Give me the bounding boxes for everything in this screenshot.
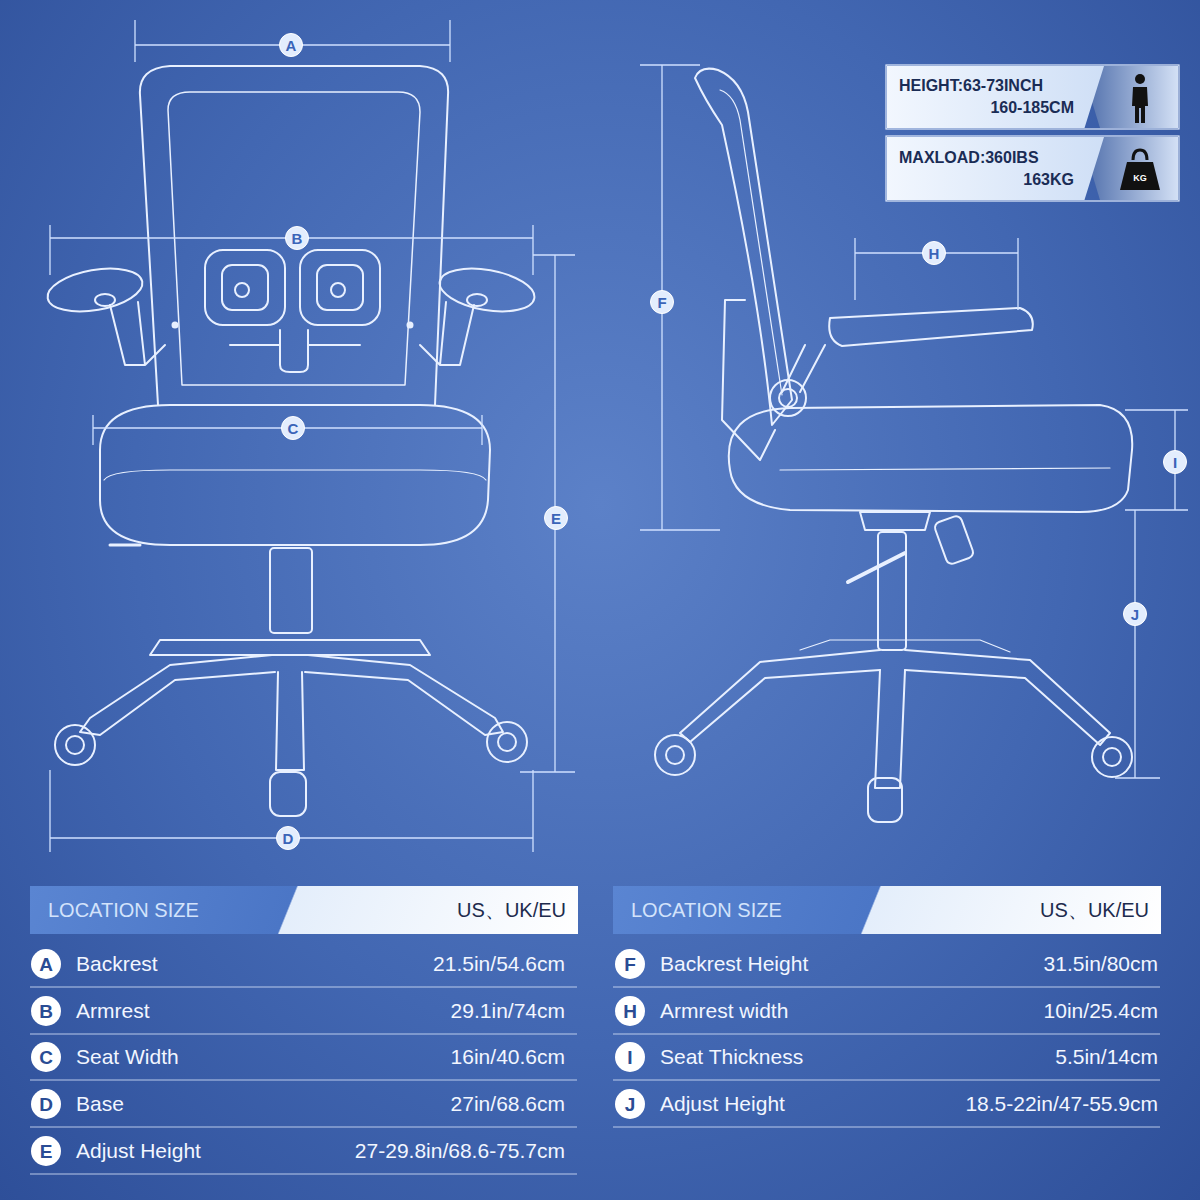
- part-name: Armrest: [76, 999, 150, 1022]
- callout-letter: J: [625, 1095, 636, 1114]
- dimension-value: 5.5in/14cm: [1055, 1045, 1158, 1068]
- dimension-value: 21.5in/54.6cm: [433, 952, 565, 975]
- label-holder: Armrest width: [660, 999, 788, 1022]
- label-holder: 10in/25.4cm: [1044, 999, 1158, 1022]
- callout-letter: H: [929, 246, 940, 261]
- header-text: LOCATION SIZE: [631, 900, 782, 920]
- row-letter-circle: B: [31, 996, 61, 1026]
- label-holder: 31.5in/80cm: [1044, 952, 1158, 975]
- badge-text: 160-185CM: [899, 97, 1080, 119]
- label-holder: Backrest Height: [660, 952, 808, 975]
- table-header-band: LOCATION SIZE US、UK/EU: [613, 886, 1161, 934]
- callout-circle: B: [285, 226, 309, 250]
- table-header-band: LOCATION SIZE US、UK/EU: [30, 886, 578, 934]
- label-holder: Seat Thickness: [660, 1045, 803, 1068]
- callout-letter: F: [657, 295, 666, 310]
- callout-circle: A: [279, 33, 303, 57]
- label-holder: 27-29.8in/68.6-75.7cm: [355, 1139, 565, 1162]
- badge-text: MAXLOAD:360IBS: [899, 147, 1080, 169]
- callout-letter: H: [623, 1002, 637, 1021]
- callout-letter: C: [288, 421, 299, 436]
- row-letter-circle: I: [615, 1042, 645, 1072]
- label-holder: Seat Width: [76, 1045, 179, 1068]
- callout-circle: H: [922, 241, 946, 265]
- row-letter-circle: J: [615, 1089, 645, 1119]
- callout-letter: B: [39, 1002, 53, 1021]
- part-name: Backrest: [76, 952, 158, 975]
- callout-letter: D: [39, 1095, 53, 1114]
- callout-letter: D: [283, 831, 294, 846]
- dimension-value: 18.5-22in/47-55.9cm: [965, 1092, 1158, 1115]
- part-name: Seat Width: [76, 1045, 179, 1068]
- callout-letter: A: [39, 955, 53, 974]
- header-text: US、UK/EU: [457, 900, 566, 920]
- dimension-value: 31.5in/80cm: [1044, 952, 1158, 975]
- spec-badge: HEIGHT:63-73INCH160-185CM: [887, 66, 1104, 128]
- label-holder: Backrest: [76, 952, 158, 975]
- dimension-value: 10in/25.4cm: [1044, 999, 1158, 1022]
- label-holder: Armrest: [76, 999, 150, 1022]
- part-name: Adjust Height: [660, 1092, 785, 1115]
- part-name: Base: [76, 1092, 124, 1115]
- part-name: Adjust Height: [76, 1139, 201, 1162]
- row-letter-circle: A: [31, 949, 61, 979]
- weight-unit: KG: [1133, 173, 1147, 183]
- label-holder: KG: [1133, 173, 1147, 183]
- callout-letter: E: [40, 1142, 53, 1161]
- dimension-value: 29.1in/74cm: [451, 999, 565, 1022]
- callout-letter: I: [627, 1048, 632, 1067]
- label-holder: 5.5in/14cm: [1055, 1045, 1158, 1068]
- row-letter-circle: H: [615, 996, 645, 1026]
- callout-circle: J: [1123, 602, 1147, 626]
- label-holder: Base: [76, 1092, 124, 1115]
- label-holder: 29.1in/74cm: [451, 999, 565, 1022]
- badge-text: 163KG: [899, 169, 1080, 191]
- dimension-value: 27in/68.6cm: [451, 1092, 565, 1115]
- row-letter-circle: E: [31, 1136, 61, 1166]
- callout-letter: A: [286, 38, 297, 53]
- part-name: Backrest Height: [660, 952, 808, 975]
- callout-circle: I: [1163, 450, 1187, 474]
- badge-text: HEIGHT:63-73INCH: [899, 75, 1080, 97]
- row-letter-circle: F: [615, 949, 645, 979]
- callout-circle: F: [650, 290, 674, 314]
- label-holder: 16in/40.6cm: [451, 1045, 565, 1068]
- row-letter-circle: D: [31, 1089, 61, 1119]
- label-holder: 18.5-22in/47-55.9cm: [965, 1092, 1158, 1115]
- label-holder: Adjust Height: [660, 1092, 785, 1115]
- callout-circle: C: [281, 416, 305, 440]
- row-letter-circle: C: [31, 1042, 61, 1072]
- callout-letter: B: [292, 231, 303, 246]
- callout-letter: C: [39, 1048, 53, 1067]
- label-holder: 27in/68.6cm: [451, 1092, 565, 1115]
- callout-letter: I: [1173, 455, 1177, 470]
- label-holder: 21.5in/54.6cm: [433, 952, 565, 975]
- header-text: LOCATION SIZE: [48, 900, 199, 920]
- spec-badge: MAXLOAD:360IBS163KG: [887, 137, 1104, 200]
- part-name: Armrest width: [660, 999, 788, 1022]
- callout-letter: J: [1131, 607, 1139, 622]
- dimension-value: 27-29.8in/68.6-75.7cm: [355, 1139, 565, 1162]
- label-holder: Adjust Height: [76, 1139, 201, 1162]
- header-text: US、UK/EU: [1040, 900, 1149, 920]
- callout-letter: E: [551, 511, 561, 526]
- dimension-value: 16in/40.6cm: [451, 1045, 565, 1068]
- callout-circle: E: [544, 506, 568, 530]
- part-name: Seat Thickness: [660, 1045, 803, 1068]
- callout-circle: D: [276, 826, 300, 850]
- callout-letter: F: [624, 955, 636, 974]
